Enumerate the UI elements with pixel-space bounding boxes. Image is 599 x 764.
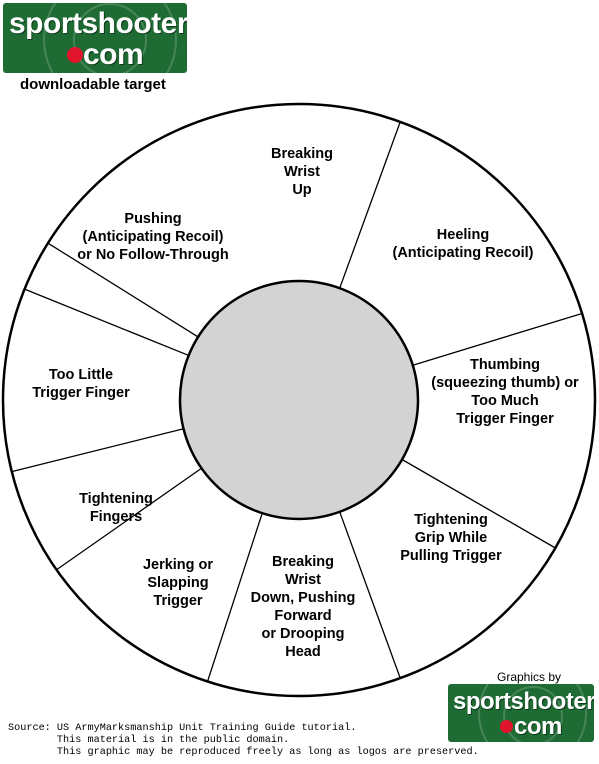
logo-wordmark-suffix: com (514, 713, 562, 740)
segment-divider (339, 511, 401, 679)
sportshooter-logo-bottom: sportshooter com (448, 684, 594, 742)
segment-label-too-little-trigger: Too Little Trigger Finger (32, 367, 130, 401)
logo-wordmark: sportshooter (9, 7, 187, 40)
segment-label-tightening-fingers: Tightening Fingers (79, 491, 153, 525)
segment-divider (11, 428, 184, 473)
logo-ring-decoration (73, 3, 147, 73)
segment-divider (206, 512, 263, 682)
segment-label-breaking-wrist-up: Breaking Wrist Up (270, 146, 334, 198)
target-center-circle (178, 279, 420, 521)
source-line: This graphic may be reproduced freely as… (8, 747, 479, 758)
segment-label-jerking: Jerking or Slapping Trigger (142, 557, 214, 609)
segment-label-heeling: Heeling (Anticipating Recoil) (392, 227, 534, 261)
sportshooter-logo-top: sportshooter com (3, 3, 187, 73)
source-line: Source: US ArmyMarksmanship Unit Trainin… (8, 723, 357, 734)
logo-wordmark: sportshooter (453, 688, 594, 715)
logo-ring-decoration (503, 686, 563, 742)
logo-dot-icon (67, 47, 83, 63)
logo-wordmark-suffix: com (83, 38, 144, 71)
graphics-by-caption: Graphics by (497, 670, 562, 684)
segment-divider (47, 242, 199, 338)
segment-divider (412, 312, 583, 366)
segment-divider (56, 467, 202, 571)
segment-divider (401, 458, 556, 549)
logo-ring-decoration (43, 3, 177, 73)
segment-label-pushing: Pushing (Anticipating Recoil) or No Foll… (77, 211, 229, 263)
downloadable-target-caption: downloadable target (20, 76, 166, 93)
segment-label-tightening-grip: Tightening Grip While Pulling Trigger (400, 512, 502, 564)
source-note: Source: US ArmyMarksmanship Unit Trainin… (8, 723, 479, 759)
logo-dot-icon (500, 720, 513, 733)
segment-divider (339, 121, 401, 289)
source-line: This material is in the public domain. (8, 735, 290, 746)
logo-ring-decoration (478, 684, 587, 742)
segment-label-thumbing: Thumbing (squeezing thumb) or Too Much T… (431, 357, 579, 427)
segment-divider (24, 288, 189, 357)
segment-label-breaking-wrist-down: Breaking Wrist Down, Pushing Forward or … (250, 554, 356, 660)
segment-dividers (11, 121, 583, 682)
